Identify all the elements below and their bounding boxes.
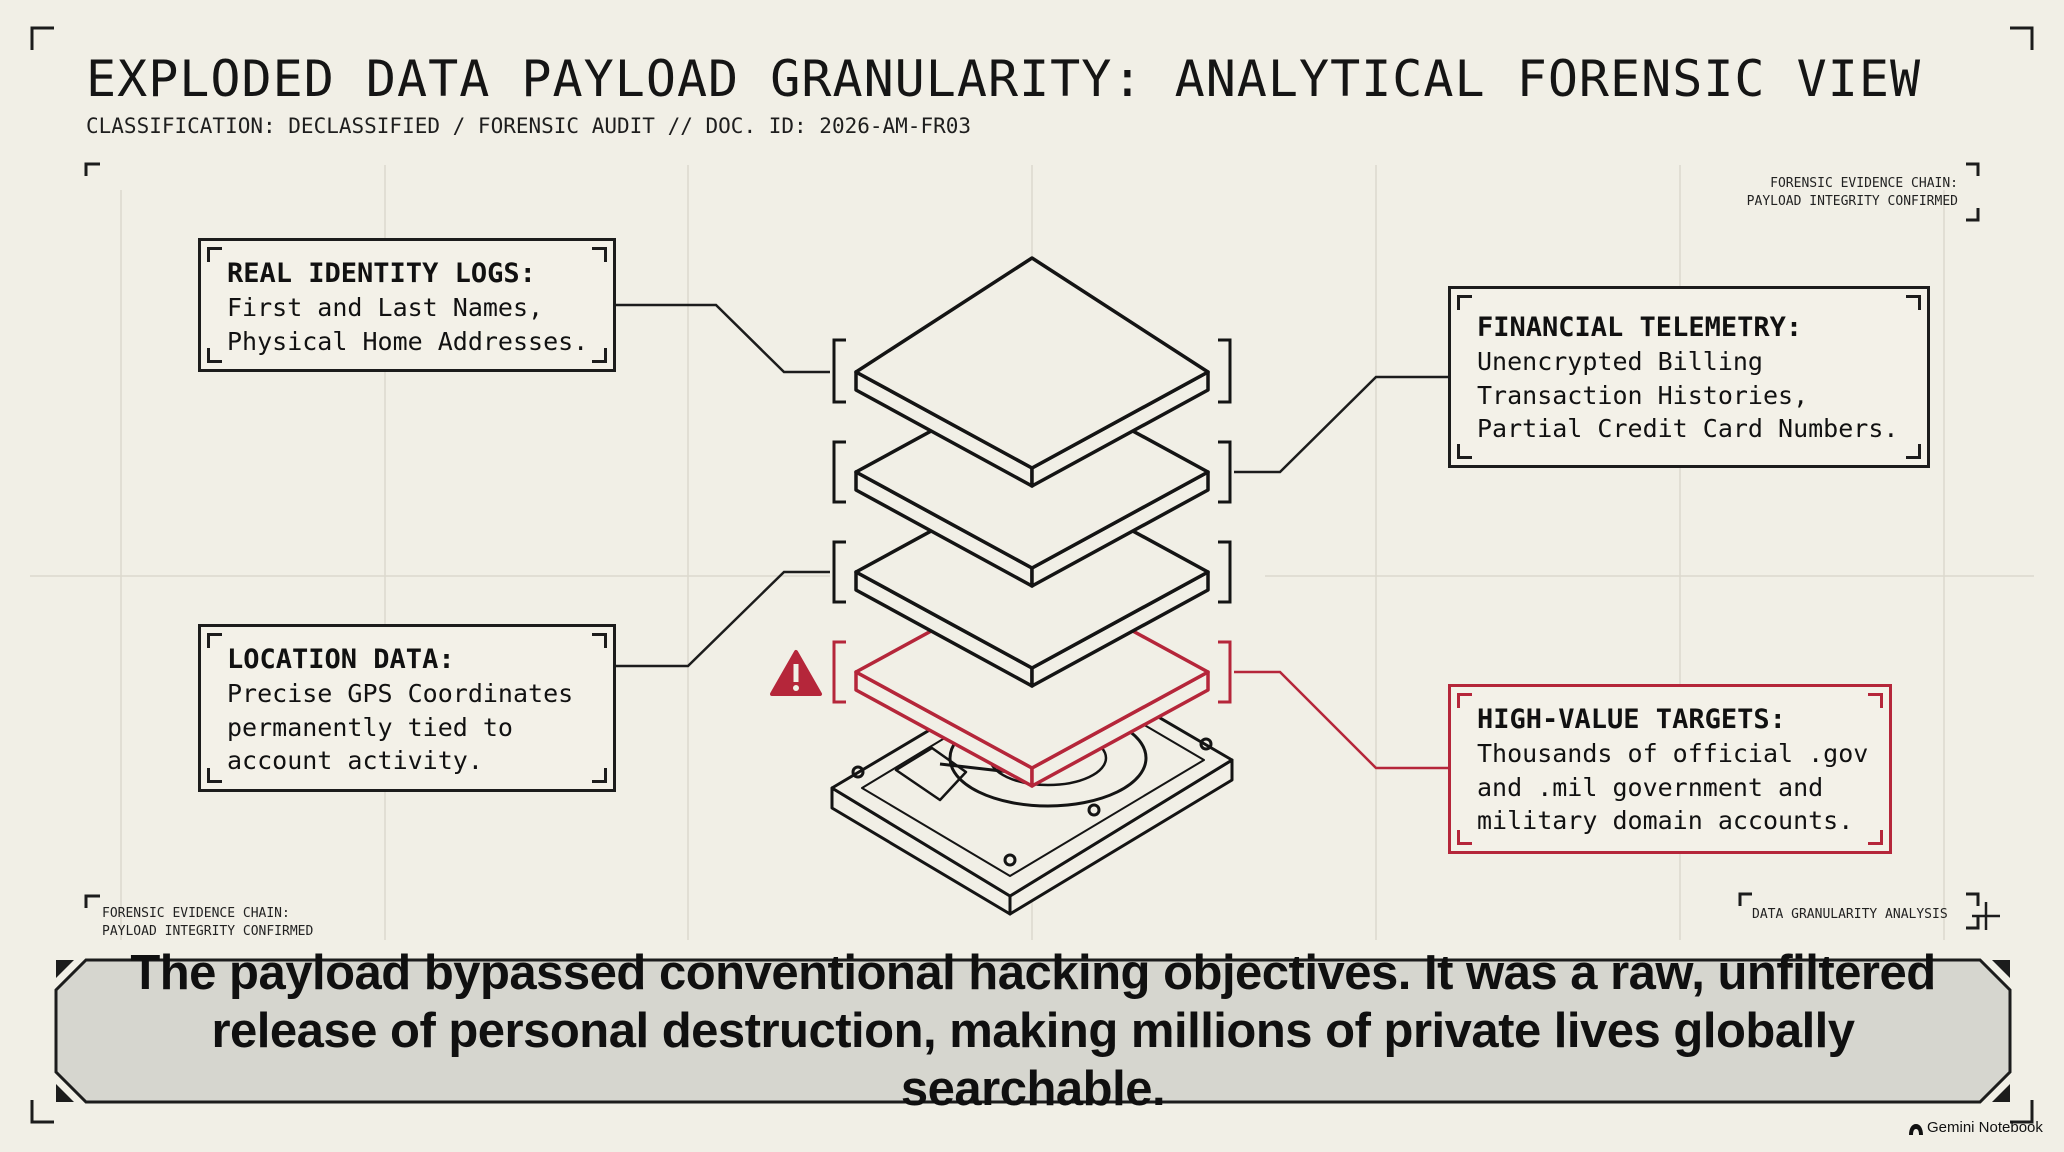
callout-line: Precise GPS Coordinates [227,679,574,708]
connector-financial [1234,375,1448,474]
brand-label: Gemini Notebook [1927,1119,2043,1136]
page-title: EXPLODED DATA PAYLOAD GRANULARITY: ANALY… [86,50,1922,108]
caption-banner: The payload bypassed conventional hackin… [54,946,2012,1116]
connector-location [616,570,830,668]
callout-heading: HIGH-VALUE TARGETS: [1477,704,1786,735]
callout-line: Unencrypted Billing [1477,347,1763,376]
callout-line: Thousands of official .gov [1477,739,1869,768]
caption-banner-shape [54,958,2012,1104]
evidence-note-bottom-left: FORENSIC EVIDENCE CHAIN: PAYLOAD INTEGRI… [102,906,314,939]
evidence-note-top-right: FORENSIC EVIDENCE CHAIN: PAYLOAD INTEGRI… [1746,176,1958,209]
granularity-analysis-label: DATA GRANULARITY ANALYSIS [1752,907,1948,922]
callout-heading: FINANCIAL TELEMETRY: [1477,312,1803,343]
caption-text: The payload bypassed conventional hackin… [130,946,1936,1116]
callout-line: military domain accounts. [1477,806,1854,835]
callout-line: and .mil government and [1477,772,1824,802]
callout-high-value-targets: HIGH-VALUE TARGETS: Thousands of officia… [1448,684,1892,854]
callout-line: First and Last Names, [227,293,544,322]
connector-targets [1234,670,1448,770]
page-subtitle: CLASSIFICATION: DECLASSIFIED / FORENSIC … [86,114,972,138]
callout-real-identity-logs: REAL IDENTITY LOGS: First and Last Names… [198,238,616,372]
stack-layer-1 [854,256,1210,488]
callout-heading: LOCATION DATA: [227,644,455,675]
warning-icon [770,650,822,696]
callout-line: permanently tied to [227,712,513,742]
callout-line: account activity. [227,746,483,775]
callout-line: Physical Home Addresses. [227,326,589,356]
callout-line: Partial Credit Card Numbers. [1477,414,1899,443]
connector-identity [616,303,830,374]
callout-location-data: LOCATION DATA: Precise GPS Coordinates p… [198,624,616,792]
callout-heading: REAL IDENTITY LOGS: [227,258,536,289]
notebook-logo-icon [1909,1124,1923,1135]
crosshair-icon [1972,902,2000,930]
callout-financial-telemetry: FINANCIAL TELEMETRY: Unencrypted Billing… [1448,286,1930,468]
callout-line: Transaction Histories, [1477,380,1809,410]
